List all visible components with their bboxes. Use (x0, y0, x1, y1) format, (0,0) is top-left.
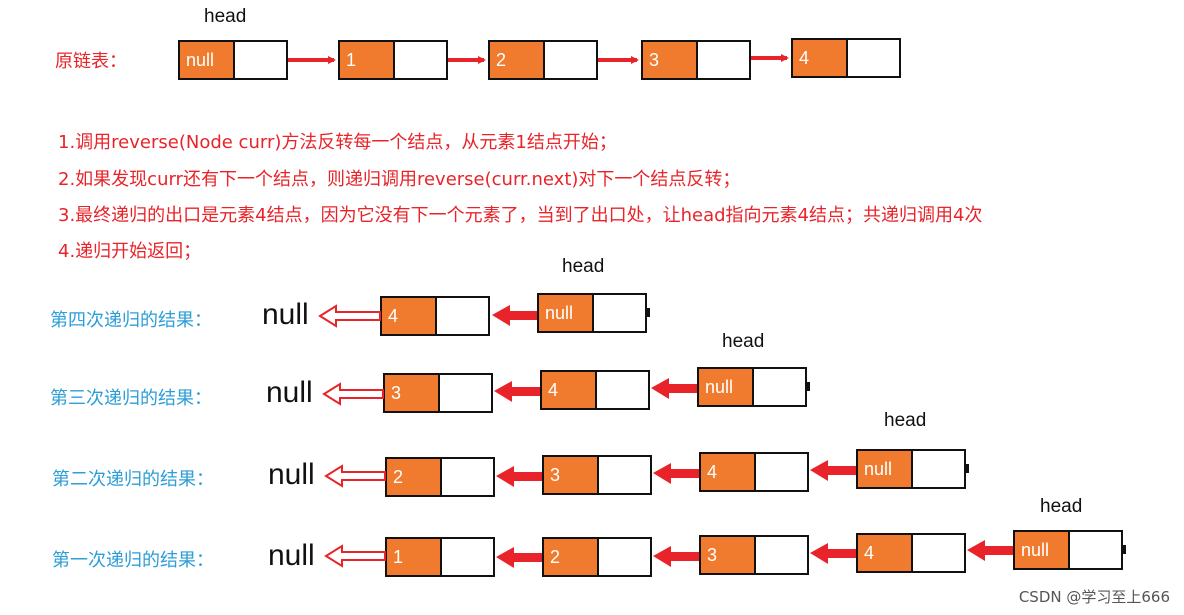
node-value: null (699, 369, 754, 405)
backward-arrow (810, 460, 856, 481)
result-node-1st-4: 4 (856, 533, 966, 573)
result-null-4th: null (262, 298, 309, 331)
node-value: 4 (542, 372, 597, 408)
backward-arrow (653, 546, 699, 567)
watermark: CSDN @学习至上666 (1018, 588, 1170, 606)
result-head-3rd: head (722, 331, 765, 352)
backward-arrow (651, 378, 697, 399)
backward-arrow (967, 540, 1013, 561)
end-markers (645, 308, 1126, 554)
result-head-2nd: head (884, 410, 927, 431)
result-label-4th: 第四次递归的结果： (50, 310, 212, 331)
result-node-1st-head: null (1013, 530, 1123, 570)
result-node-2nd-3: 4 (699, 452, 809, 492)
result-label-1st: 第一次递归的结果： (52, 550, 214, 571)
step-2: 2.如果发现curr还有下一个结点，则递归调用reverse(curr.next… (58, 169, 741, 190)
original-node-2: 2 (488, 40, 598, 80)
result-node-1st-3: 3 (699, 535, 809, 575)
original-node-null: null (178, 40, 288, 80)
node-value: 2 (544, 539, 599, 575)
original-node-4: 4 (791, 38, 901, 78)
original-node-3: 3 (641, 40, 751, 80)
node-value: 3 (544, 457, 599, 493)
result-node-4th-1: 4 (380, 296, 490, 336)
result-head-1st: head (1040, 496, 1083, 517)
step-4: 4.递归开始返回； (58, 241, 202, 262)
backward-arrows (492, 305, 1013, 568)
backward-arrow (810, 543, 856, 564)
original-list-label: 原链表： (55, 51, 127, 72)
result-node-3rd-2: 4 (540, 370, 650, 410)
node-value: null (1015, 532, 1070, 568)
node-value: null (858, 451, 913, 487)
node-value: 3 (643, 42, 698, 78)
result-null-2nd: null (268, 458, 315, 491)
backward-arrow (653, 463, 699, 484)
node-value: 4 (858, 535, 913, 571)
node-value: 2 (387, 459, 442, 495)
node-value: 4 (701, 454, 756, 490)
result-node-2nd-1: 2 (385, 457, 495, 497)
hollow-arrow (324, 464, 386, 488)
node-value: 4 (793, 40, 848, 76)
backward-arrow (496, 466, 542, 487)
result-node-1st-2: 2 (542, 537, 652, 577)
null-arrows (318, 304, 386, 568)
node-value: 1 (340, 42, 395, 78)
result-node-3rd-head: null (697, 367, 807, 407)
result-label-2nd: 第二次递归的结果： (52, 469, 214, 490)
original-head-label: head (204, 6, 247, 27)
node-value: 3 (385, 375, 440, 411)
result-node-2nd-2: 3 (542, 455, 652, 495)
backward-arrow (496, 547, 542, 568)
node-value: 3 (701, 537, 756, 573)
result-node-1st-1: 1 (385, 537, 495, 577)
node-value: 1 (387, 539, 442, 575)
node-value: 4 (382, 298, 437, 334)
original-node-1: 1 (338, 40, 448, 80)
hollow-arrow (322, 382, 384, 406)
node-value: null (539, 295, 594, 331)
hollow-arrow (318, 304, 381, 328)
result-head-4th: head (562, 256, 605, 277)
result-node-2nd-head: null (856, 449, 966, 489)
hollow-arrow (324, 544, 386, 568)
result-null-1st: null (268, 539, 315, 572)
result-null-3rd: null (266, 376, 313, 409)
result-node-4th-head: null (537, 293, 647, 333)
backward-arrow (494, 381, 540, 402)
result-node-3rd-1: 3 (383, 373, 493, 413)
node-value: 2 (490, 42, 545, 78)
original-arrows (288, 54, 789, 64)
backward-arrow (492, 305, 537, 326)
step-3: 3.最终递归的出口是元素4结点，因为它没有下一个元素了，当到了出口处，让head… (58, 205, 983, 226)
node-value: null (180, 42, 235, 78)
result-label-3rd: 第三次递归的结果： (50, 388, 212, 409)
step-1: 1.调用reverse(Node curr)方法反转每一个结点，从元素1结点开始… (58, 132, 617, 153)
